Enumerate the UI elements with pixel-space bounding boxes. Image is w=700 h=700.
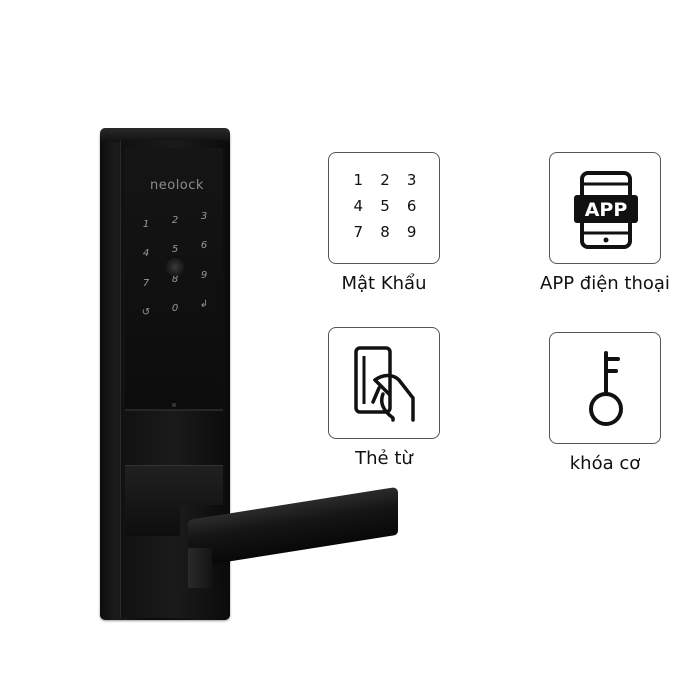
lock-key: 8 [171,274,179,285]
feature-card [549,332,661,444]
key-icon [589,351,623,426]
door-handle-end [188,548,212,588]
feature-label: Mật Khẩu [341,273,427,294]
feature-password: 1 2 3 4 5 6 7 8 9 Mật Khẩu [309,152,459,294]
lock-key: 7 [142,278,150,289]
lock-key: 4 [142,248,150,259]
feature-label: APP điện thoại [540,273,670,294]
keypad-digit: 5 [380,197,390,215]
keypad-glass-panel [125,148,223,410]
card-hand-icon [354,346,415,422]
feature-card: APP [549,152,661,264]
feature-label: khóa cơ [569,453,641,474]
keypad-digit: 6 [406,197,417,215]
feature-card: 1 2 3 4 5 6 7 8 9 [328,152,440,264]
panel-seam-notch [172,403,176,407]
lock-top-edge [100,128,230,142]
feature-mechanical-key: khóa cơ [530,332,680,474]
keypad-digit: 9 [406,223,417,241]
keypad-digit: 3 [406,171,417,189]
lock-key: ↺ [141,307,151,318]
keypad-digit: 1 [353,171,364,189]
feature-label: Thẻ từ [355,448,413,469]
fingerprint-sensor-icon [166,258,184,276]
keypad-icon: 1 2 3 4 5 6 7 8 9 [345,171,425,241]
keypad-digit: 7 [353,223,364,241]
keypad-digit: 4 [353,197,364,215]
lock-key: 0 [171,303,179,314]
lock-key: 5 [171,244,179,255]
lock-key: 3 [200,211,208,222]
feature-card [328,327,440,439]
lock-key: 9 [200,270,208,281]
phone-app-icon: APP [574,171,638,249]
lock-key: 1 [142,219,150,230]
brand-logo: neolock [150,178,204,193]
feature-app: APP APP điện thoại [530,152,680,294]
app-badge-text: APP [585,199,628,221]
feature-card-reader: Thẻ từ [309,327,459,469]
lock-key: 6 [200,240,208,251]
panel-seam [125,409,223,411]
keypad-digit: 2 [380,171,390,189]
lock-key: ↲ [199,299,209,310]
lock-key: 2 [171,215,179,226]
keypad-digit: 8 [380,223,390,241]
